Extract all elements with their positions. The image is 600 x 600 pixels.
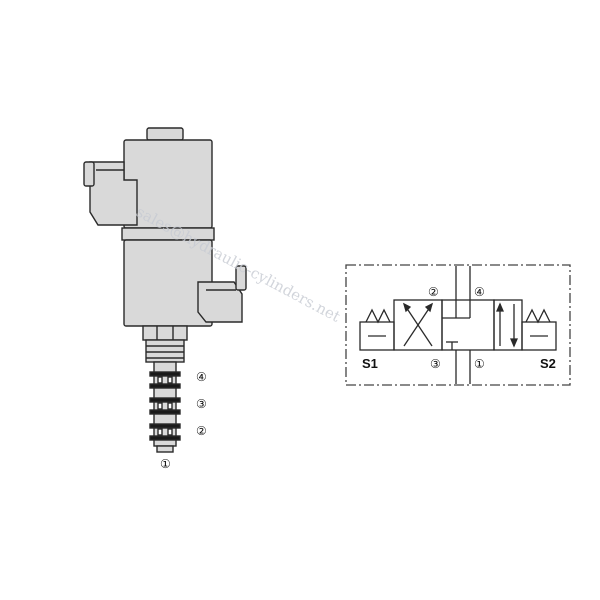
symbol-port-3: ③ <box>430 357 441 371</box>
hydraulic-symbol <box>345 264 571 386</box>
symbol-enclosure <box>345 264 571 386</box>
cartridge-tip <box>156 445 174 453</box>
cartridge-valve <box>83 127 247 453</box>
solenoid-left <box>359 321 395 351</box>
top-nut <box>146 127 184 141</box>
left-connector <box>89 161 138 226</box>
valve-port-label-1: ① <box>160 457 171 471</box>
right-connector <box>197 281 243 323</box>
solenoid-right <box>521 321 557 351</box>
valve-port-label-3: ③ <box>196 397 207 411</box>
thread-section <box>145 339 185 363</box>
solenoid-label-s2: S2 <box>540 356 556 371</box>
symbol-port-1: ① <box>474 357 485 371</box>
symbol-port-4: ④ <box>474 285 485 299</box>
symbol-port-2: ② <box>428 285 439 299</box>
hex-nut <box>142 325 188 341</box>
valve-port-label-4: ④ <box>196 370 207 384</box>
valve-port-label-2: ② <box>196 424 207 438</box>
solenoid-label-s1: S1 <box>362 356 378 371</box>
